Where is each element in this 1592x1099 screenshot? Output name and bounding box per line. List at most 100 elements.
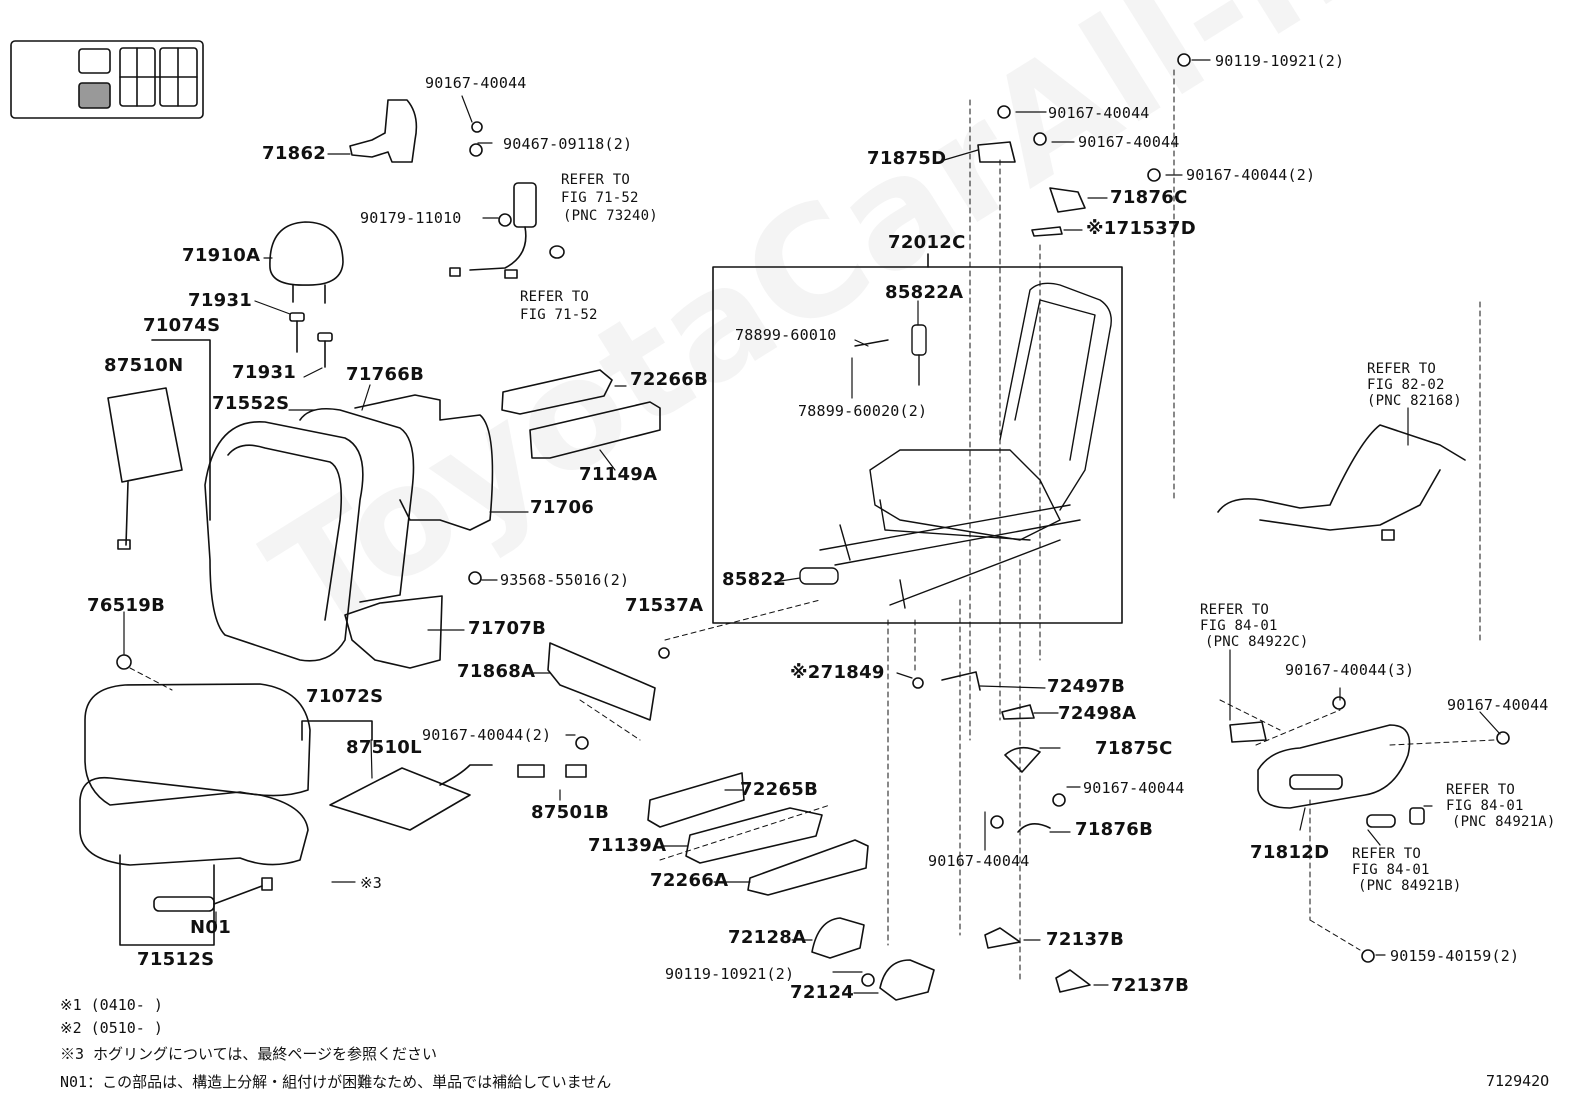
fastener-shapes [116,53,1510,987]
footnote-n01: N01：この部品は、構造上分解・組付けが困難なため、単品では補給していません [60,1073,612,1091]
part-label-90167-40044-m1[interactable]: 90167-40044 [1083,779,1185,797]
part-label-N01[interactable]: N01 [190,917,232,938]
part-label-71072S[interactable]: 71072S [306,686,384,707]
part-label-71931-b[interactable]: 71931 [232,362,297,383]
refer-fig-84-01c-line3: (PNC 84921B) [1358,878,1462,894]
part-label-87510L[interactable]: 87510L [346,737,422,758]
part-label-71876B[interactable]: 71876B [1075,819,1154,840]
part-label-72137B-a[interactable]: 72137B [1046,929,1125,950]
part-label-72265B[interactable]: 72265B [740,779,819,800]
wire-harness-shape [1217,424,1466,541]
part-label-90167-40044-2[interactable]: 90167-40044(2) [422,726,552,744]
right-bracket-shapes [912,141,1091,993]
part-label-71812D[interactable]: 71812D [1250,842,1330,863]
refer-fig-84-01c-line1: REFER TO [1352,846,1422,862]
part-label-71766B[interactable]: 71766B [346,364,425,385]
part-label-71149A[interactable]: 71149A [579,464,658,485]
refer-fig-71-52-line1: REFER TO [561,172,631,188]
part-label-71868A[interactable]: 71868A [457,661,536,682]
refer-fig-84-01b-line2[interactable]: FIG 84-01 [1446,798,1524,814]
part-label-87501B[interactable]: 87501B [531,802,610,823]
locator-inset [10,40,204,119]
dashed-assembly-lines [129,69,1496,981]
refer-fig-84-01b-line3: (PNC 84921A) [1452,814,1556,830]
part-label-90167-40044-r4[interactable]: 90167-40044 [1447,696,1549,714]
part-label-90167-40044-r3[interactable]: 90167-40044(2) [1186,166,1316,184]
refer-fig-84-01c-line2[interactable]: FIG 84-01 [1352,862,1430,878]
part-label-76519B[interactable]: 76519B [87,595,166,616]
trim-shapes-lower [647,772,869,896]
part-label-72124[interactable]: 72124 [790,982,855,1003]
headrest-shape [269,221,344,304]
part-label-71707B[interactable]: 71707B [468,618,547,639]
figure-code: 712942O [1486,1072,1550,1090]
note3-marker: ※3 [360,874,382,892]
part-label-71552S[interactable]: 71552S [212,393,290,414]
part-label-72128A[interactable]: 72128A [728,927,807,948]
part-label-90119-10921-top[interactable]: 90119-10921(2) [1215,52,1345,70]
refer-fig-82-02-line3: (PNC 82168) [1367,393,1462,409]
part-label-90119-10921-b[interactable]: 90119-10921(2) [665,965,795,983]
part-label-72266B[interactable]: 72266B [630,369,709,390]
part-label-85822A[interactable]: 85822A [885,282,964,303]
footnote-1: ※1 (0410- ) [60,996,163,1014]
part-label-78899-60010[interactable]: 78899-60010 [735,326,837,344]
hinge-cover-shape [349,99,418,163]
side-shield-shape [1229,721,1425,828]
seatback-heater-shape [107,387,183,550]
refer-fig-84-01a-line2[interactable]: FIG 84-01 [1200,618,1278,634]
part-label-72012C[interactable]: 72012C [888,232,966,253]
part-label-71849[interactable]: ※271849 [790,662,885,683]
part-label-90167-40044-top[interactable]: 90167-40044 [425,74,527,92]
part-label-71537D[interactable]: ※171537D [1086,218,1196,239]
cushion-heater-shape [329,764,587,831]
part-label-90167-40044-r2[interactable]: 90167-40044 [1078,133,1180,151]
seat-cushion-shapes [79,683,311,866]
part-label-87510N[interactable]: 87510N [104,355,184,376]
refer-fig-84-01a-line1: REFER TO [1200,602,1270,618]
part-label-90159-40159[interactable]: 90159-40159(2) [1390,947,1520,965]
part-label-90167-40044-3[interactable]: 90167-40044(3) [1285,661,1415,679]
refer-fig-84-01a-line3: (PNC 84922C) [1205,634,1309,650]
part-label-90467-09118[interactable]: 90467-09118(2) [503,135,633,153]
part-label-72266A[interactable]: 72266A [650,870,729,891]
part-label-90179-11010[interactable]: 90179-11010 [360,209,462,227]
refer-fig-71-52-line2[interactable]: FIG 71-52 [561,190,639,206]
buckle-shape [449,182,565,279]
part-label-71139A[interactable]: 71139A [588,835,667,856]
seat-frame-shape [799,282,1112,609]
footnote-3: ※3 ホグリングについては、最終ページを参照ください [60,1045,438,1063]
part-label-71537A[interactable]: 71537A [625,595,704,616]
leader-lines [123,59,1501,994]
part-label-72137B-b[interactable]: 72137B [1111,975,1190,996]
cushion-bracket [301,720,373,741]
part-label-72498A[interactable]: 72498A [1058,703,1137,724]
seatback-bracket [151,339,211,521]
refer-fig-82-02-line1: REFER TO [1367,361,1437,377]
part-label-71875C[interactable]: 71875C [1095,738,1173,759]
part-label-71875D[interactable]: 71875D [867,148,947,169]
part-label-78899-60020[interactable]: 78899-60020(2) [798,402,928,420]
part-label-71512S[interactable]: 71512S [137,949,215,970]
part-label-71074S[interactable]: 71074S [143,315,221,336]
part-label-90167-40044-m2[interactable]: 90167-40044 [928,852,1030,870]
part-label-85822[interactable]: 85822 [722,569,787,590]
refer-fig-71-52b-line1: REFER TO [520,289,590,305]
refer-fig-71-52-line3: (PNC 73240) [563,208,658,224]
part-label-90167-40044-r1[interactable]: 90167-40044 [1048,104,1150,122]
refer-fig-84-01b-line1: REFER TO [1446,782,1516,798]
part-label-93568-55016[interactable]: 93568-55016(2) [500,571,630,589]
part-label-71931-a[interactable]: 71931 [188,290,253,311]
part-label-71862[interactable]: 71862 [262,143,327,164]
footnote-2: ※2 (0510- ) [60,1019,163,1037]
part-label-72497B[interactable]: 72497B [1047,676,1126,697]
hog-ring-tool-shape [153,877,273,912]
part-label-71876C[interactable]: 71876C [1110,187,1188,208]
refer-fig-71-52b-line2[interactable]: FIG 71-52 [520,307,598,323]
refer-fig-82-02-line2[interactable]: FIG 82-02 [1367,377,1445,393]
headrest-guide-shapes [289,312,333,368]
knob-shapes [811,917,935,1001]
part-label-71706[interactable]: 71706 [530,497,595,518]
part-label-71910A[interactable]: 71910A [182,245,261,266]
